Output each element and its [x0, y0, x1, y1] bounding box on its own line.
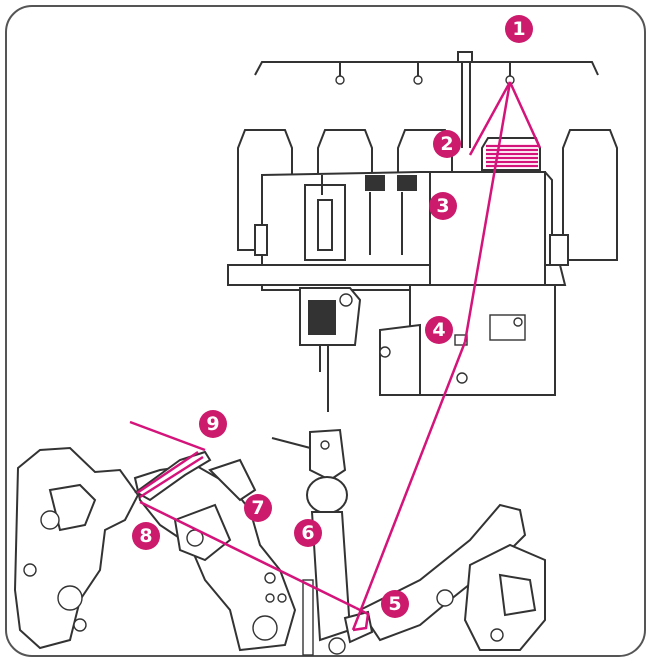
step-marker-4: 4 [425, 316, 453, 344]
step-marker-9-label: 9 [206, 413, 219, 435]
step-marker-2-label: 2 [440, 133, 453, 155]
step-marker-6: 6 [294, 519, 322, 547]
step-marker-3: 3 [429, 192, 457, 220]
step-marker-8: 8 [132, 522, 160, 550]
step-marker-8-label: 8 [139, 525, 152, 547]
thread-to-eye-9 [129, 420, 206, 452]
thread-to-eye-7 [139, 500, 357, 610]
thread-path [129, 81, 542, 632]
machine-body [227, 171, 569, 396]
step-marker-6-label: 6 [301, 522, 314, 544]
thread-guide-line-a [463, 81, 512, 343]
thread-stand-to-eye [468, 81, 512, 156]
thread-looper-blade-a [136, 450, 199, 495]
thread-down-to-looper [351, 341, 467, 631]
step-marker-1-label: 1 [512, 18, 525, 40]
thread-looper-loop [352, 606, 370, 632]
step-marker-7-label: 7 [251, 497, 264, 519]
step-marker-7: 7 [244, 494, 272, 522]
thread-stand [254, 51, 599, 148]
thread-guide-line-b [508, 81, 542, 149]
step-marker-5: 5 [381, 590, 409, 618]
thread-looper-blade-b [139, 455, 204, 499]
upper-looper-assembly [271, 428, 352, 656]
cone-thread-stripes [486, 144, 538, 168]
step-markers: 1 2 3 4 5 6 7 8 [132, 15, 533, 618]
step-marker-2: 2 [433, 130, 461, 158]
step-marker-3-label: 3 [436, 195, 449, 217]
step-marker-1: 1 [505, 15, 533, 43]
step-marker-9: 9 [199, 410, 227, 438]
needle-clamp [299, 287, 362, 412]
step-marker-5-label: 5 [388, 593, 401, 615]
step-marker-4-label: 4 [432, 319, 445, 341]
